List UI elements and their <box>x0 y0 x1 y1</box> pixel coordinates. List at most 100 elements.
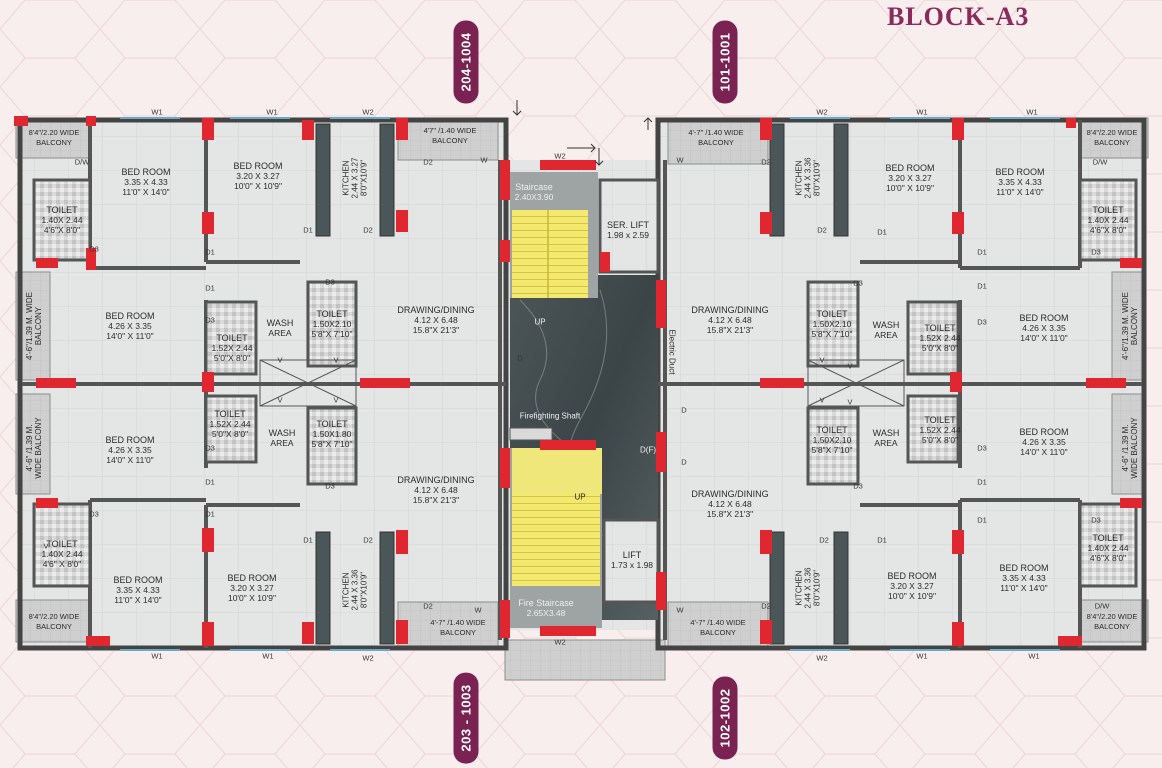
door-tag: D2 <box>363 225 373 235</box>
door-tag: D3 <box>89 509 99 519</box>
window-tag: W1 <box>266 107 278 117</box>
door-tag: D1 <box>977 281 987 291</box>
window-tag: W1 <box>1026 107 1038 117</box>
door-tag: D3 <box>853 481 863 491</box>
door-tag: D/W <box>74 157 90 167</box>
window-tag: W <box>480 155 488 165</box>
electric-duct-label: Electric Duct <box>667 329 677 375</box>
vent-tag: V <box>333 395 339 405</box>
door-tag: D1 <box>977 515 987 525</box>
vent-tag: V <box>277 395 283 405</box>
window-tag: W1 <box>151 651 163 661</box>
fire-door-label: D(F) <box>640 445 656 455</box>
vent-tag: V <box>847 361 853 371</box>
flat-label-top-right: 101-1001 <box>712 20 738 104</box>
balcony-label: 4'-6" /1.39 M.WIDE BALCONY <box>25 417 43 479</box>
door-tag: D/W <box>1092 157 1108 167</box>
door-tag: D1 <box>977 247 987 257</box>
window-tag: W1 <box>1028 651 1040 661</box>
door-tag: D1 <box>877 535 887 545</box>
fire-shaft-label: Firefighting Shaft <box>519 411 581 421</box>
vent-tag: V <box>819 395 825 405</box>
door-tag: D2 <box>423 157 433 167</box>
flat-label-top-left: 204-1004 <box>453 20 479 104</box>
door-tag: D3 <box>89 244 99 254</box>
window-tag: W1 <box>262 651 274 661</box>
door-tag: D <box>517 353 523 363</box>
door-tag: D2 <box>761 157 771 167</box>
window-tag: W1 <box>151 107 163 117</box>
door-tag: D2 <box>761 601 771 611</box>
stair-up-label: UP <box>534 317 546 327</box>
door-tag: D3 <box>1091 515 1101 525</box>
flat-label-bottom-left: 203 - 1003 <box>453 672 479 764</box>
vent-tag: V <box>277 355 283 365</box>
door-tag: D2 <box>817 225 827 235</box>
door-tag: D3 <box>853 278 863 288</box>
door-tag: D1 <box>205 477 215 487</box>
door-tag: D <box>681 457 687 467</box>
flat-label-bottom-right: 102-1002 <box>712 676 738 760</box>
door-tag: D3 <box>977 317 987 327</box>
window-tag: W2 <box>554 151 566 161</box>
stair-up-label: UP <box>574 492 586 502</box>
window-tag: W <box>676 155 684 165</box>
vent-tag: V <box>819 355 825 365</box>
door-tag: D2 <box>423 601 433 611</box>
vent-tag: V <box>43 541 49 551</box>
window-tag: W <box>474 605 482 615</box>
door-tag: D/W <box>1094 601 1110 611</box>
door-tag: D3 <box>325 277 335 287</box>
block-title: BLOCK-A3 <box>887 2 1030 31</box>
door-tag: D1 <box>877 227 887 237</box>
window-tag: W2 <box>816 653 828 663</box>
window-tag: W2 <box>362 107 374 117</box>
door-tag: D3 <box>977 443 987 453</box>
door-tag: D1 <box>303 225 313 235</box>
door-tag: D3 <box>205 443 215 453</box>
door-tag: D3 <box>205 315 215 325</box>
door-tag: D <box>681 405 687 415</box>
window-tag: W2 <box>816 107 828 117</box>
door-tag: D1 <box>303 535 313 545</box>
door-tag: D2 <box>819 535 829 545</box>
window-tag: W <box>676 605 684 615</box>
door-tag: D1 <box>205 509 215 519</box>
window-tag: W1 <box>916 107 928 117</box>
